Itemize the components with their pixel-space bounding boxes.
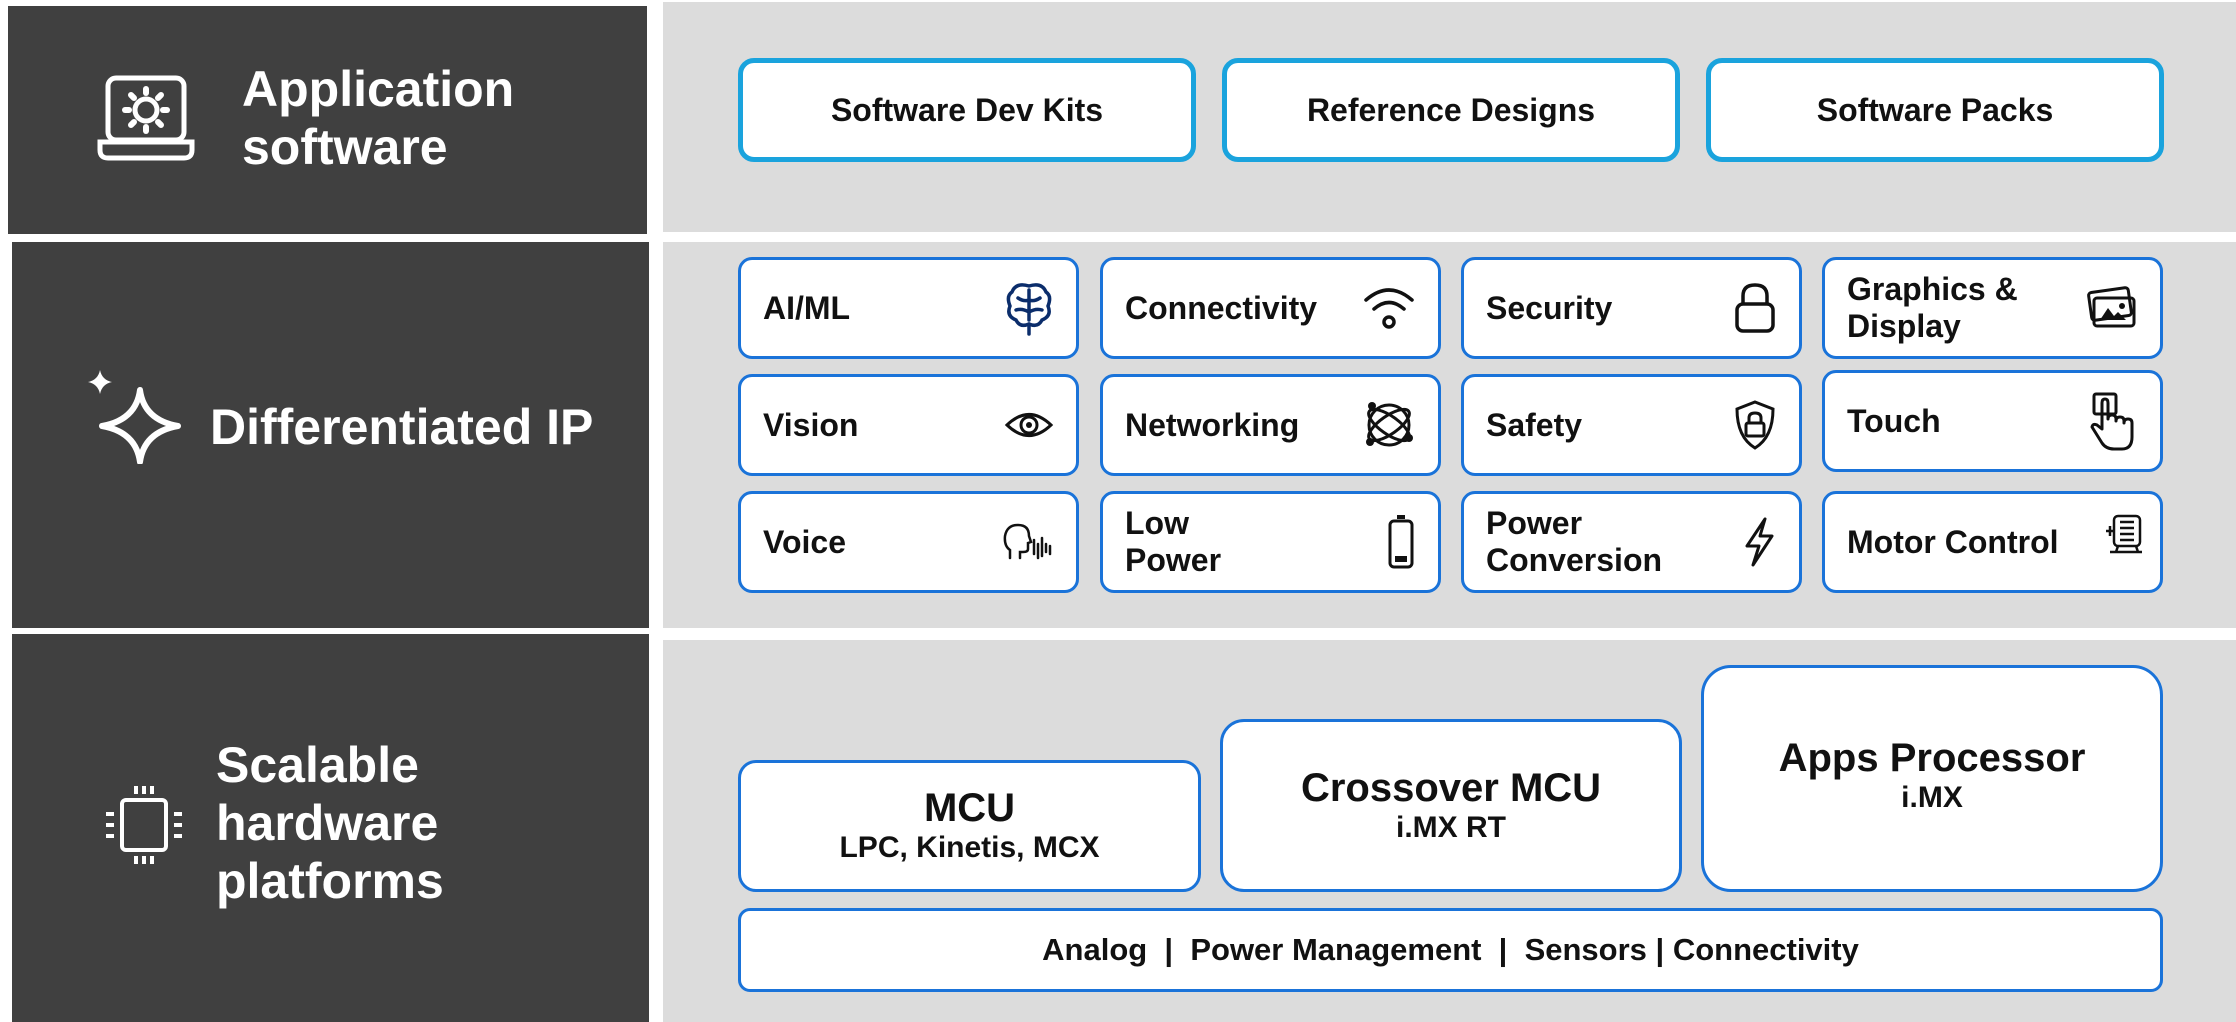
ip-networking[interactable]: Networking: [1100, 374, 1441, 476]
ip-ai-ml[interactable]: AI/ML: [738, 257, 1079, 359]
analog-power-sensors-bar[interactable]: Analog | Power Management | Sensors | Co…: [738, 908, 2163, 992]
software-packs-button[interactable]: Software Packs: [1706, 58, 2164, 162]
ip-vision-label: Vision: [763, 406, 859, 443]
ip-touch-label: Touch: [1847, 402, 1941, 439]
touch-hand-icon: [2088, 391, 2138, 451]
mcu-subtitle: LPC, Kinetis, MCX: [839, 831, 1100, 864]
hardware-platforms-panel: [12, 634, 649, 1022]
differentiated-ip-title: Differentiated IP: [210, 399, 594, 455]
ip-touch[interactable]: Touch: [1822, 370, 2163, 472]
ip-security-label: Security: [1486, 289, 1613, 326]
ip-voice-label: Voice: [763, 523, 846, 560]
ip-low-power-label: Low Power: [1125, 505, 1222, 578]
apps-processor-subtitle: i.MX: [1901, 781, 1963, 814]
crossover-mcu-subtitle: i.MX RT: [1396, 810, 1506, 844]
mcu-title: MCU: [923, 786, 1016, 830]
brain-icon: [1004, 280, 1054, 336]
voice-head-icon: [1002, 522, 1054, 562]
ip-ai-ml-label: AI/ML: [763, 289, 851, 326]
application-software-panel: [8, 6, 647, 234]
chip-icon: [104, 782, 184, 868]
ip-security[interactable]: Security: [1461, 257, 1802, 359]
ip-safety-label: Safety: [1486, 406, 1583, 443]
motor-icon: [2104, 512, 2146, 556]
ip-power-conversion[interactable]: Power Conversion: [1461, 491, 1802, 593]
ip-networking-label: Networking: [1125, 406, 1300, 443]
lock-icon: [1733, 282, 1777, 334]
crossover-mcu-box[interactable]: Crossover MCU i.MX RT: [1220, 719, 1682, 892]
ip-graphics-display[interactable]: Graphics & Display: [1822, 257, 2163, 359]
globe-network-icon: [1362, 398, 1416, 452]
ip-graphics-display-label: Graphics & Display: [1847, 271, 2018, 344]
shield-lock-icon: [1733, 399, 1777, 451]
ip-motor-control[interactable]: Motor Control: [1822, 491, 2163, 593]
ip-low-power[interactable]: Low Power: [1100, 491, 1441, 593]
apps-processor-title: Apps Processor: [1778, 736, 2086, 780]
ip-motor-control-label: Motor Control: [1847, 523, 2059, 560]
mcu-box[interactable]: MCU LPC, Kinetis, MCX: [738, 760, 1201, 892]
hardware-platforms-title: Scalable hardware platforms: [216, 737, 444, 909]
apps-processor-box[interactable]: Apps Processor i.MX: [1701, 665, 2163, 892]
ip-connectivity[interactable]: Connectivity: [1100, 257, 1441, 359]
software-dev-kits-button[interactable]: Software Dev Kits: [738, 58, 1196, 162]
ip-voice[interactable]: Voice: [738, 491, 1079, 593]
ip-connectivity-label: Connectivity: [1125, 289, 1318, 326]
ip-power-conversion-label: Power Conversion: [1486, 505, 1663, 578]
ip-safety[interactable]: Safety: [1461, 374, 1802, 476]
battery-icon: [1386, 514, 1416, 570]
laptop-gear-icon: [96, 72, 196, 164]
differentiated-ip-panel: [12, 242, 649, 628]
crossover-mcu-title: Crossover MCU: [1300, 765, 1602, 810]
display-icon: [2086, 286, 2138, 330]
wifi-icon: [1362, 284, 1416, 332]
reference-designs-button[interactable]: Reference Designs: [1222, 58, 1680, 162]
eye-icon: [1004, 410, 1054, 440]
application-software-title: Application software: [242, 61, 515, 175]
lightning-icon: [1741, 516, 1777, 568]
ip-vision[interactable]: Vision: [738, 374, 1079, 476]
sparkle-icon: [84, 368, 184, 465]
